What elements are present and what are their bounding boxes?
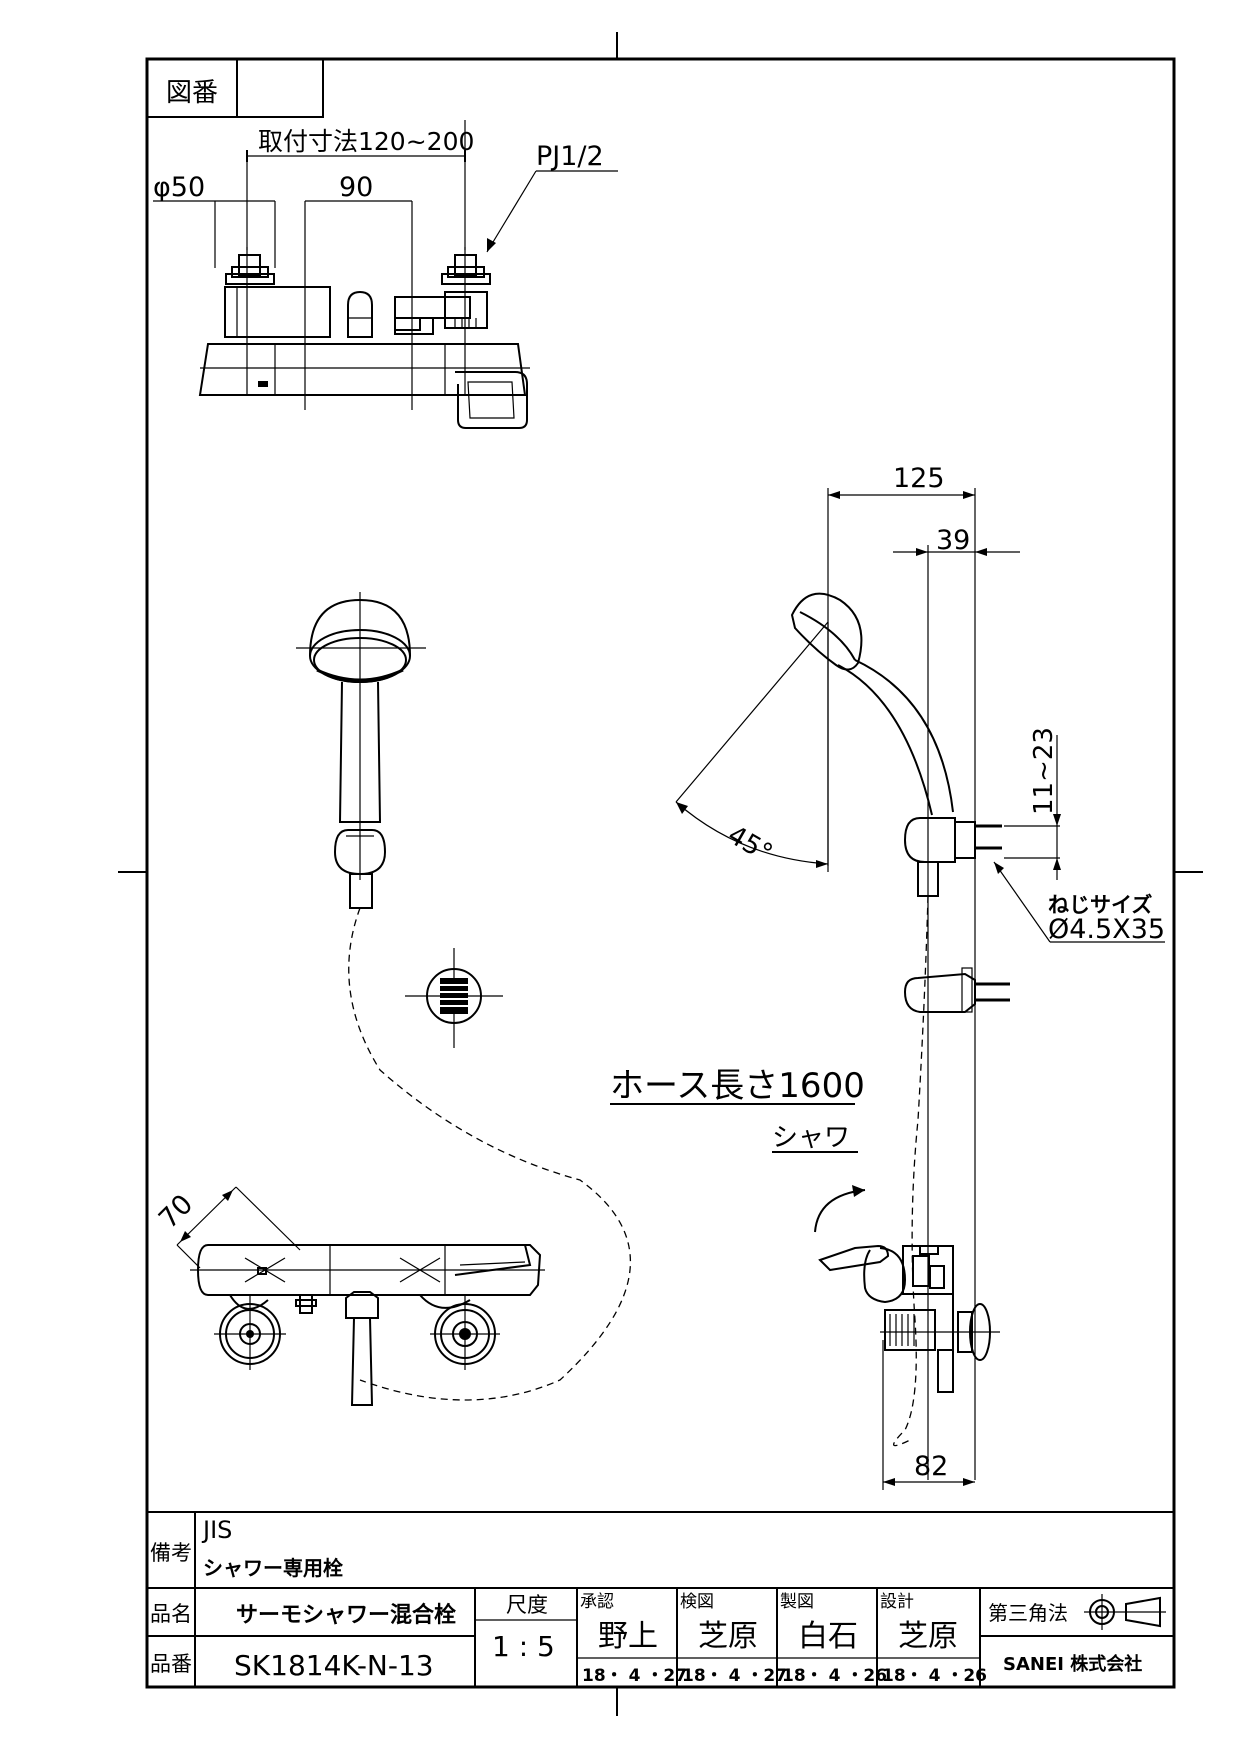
remarks-line2: シャワー専用栓 (203, 1556, 343, 1580)
approval-name: 野上 (598, 1619, 658, 1654)
diameter-50-dim: φ50 (153, 172, 205, 203)
product-name: サーモシャワー混合栓 (236, 1602, 456, 1628)
dim-11-23: 11~23 (1029, 727, 1059, 815)
drawing-number-label: 図番 (166, 78, 218, 108)
drafting-label: 製図 (780, 1592, 814, 1612)
faucet-plan-view: 70 (153, 1186, 545, 1406)
scale-value: 1 : 5 (492, 1630, 555, 1663)
approval-label: 承認 (580, 1592, 614, 1612)
hose-length: ホース長さ1600 (610, 1066, 865, 1106)
inspection-label: 検図 (680, 1592, 714, 1612)
shower-head-front (296, 592, 632, 1401)
angle-45: 45° (723, 820, 778, 869)
remarks-line1: JIS (201, 1516, 232, 1544)
drafting-date: 18・ 4 ・26 (782, 1666, 887, 1686)
drafting-name: 白石 (798, 1619, 858, 1654)
company-name: SANEI 株式会社 (1003, 1653, 1142, 1675)
inspection-date: 18・ 4 ・27 (682, 1666, 787, 1686)
third-angle-projection-icon (1084, 1594, 1166, 1630)
product-name-label: 品名 (150, 1602, 192, 1626)
dim-90: 90 (339, 172, 373, 203)
projection-label: 第三角法 (988, 1601, 1068, 1625)
shower-label: シャワ (772, 1123, 850, 1153)
dim-39: 39 (936, 525, 970, 556)
thread-dim: PJ1/2 (536, 141, 604, 172)
shower-side-view: 125 39 45° 11~23 (610, 463, 1165, 1490)
product-number-label: 品番 (150, 1652, 192, 1676)
remarks-label: 備考 (150, 1541, 192, 1565)
screw-size-label: ねじサイズ (1048, 893, 1152, 917)
holder-front-view (405, 948, 503, 1048)
dim-125: 125 (893, 463, 945, 494)
title-block: 備考 JIS シャワー専用栓 品名 サーモシャワー混合栓 品番 SK1814K-… (147, 1511, 1174, 1687)
screw-size: Ø4.5X35 (1048, 914, 1165, 945)
design-label: 設計 (880, 1592, 914, 1612)
dim-70: 70 (153, 1189, 199, 1235)
design-name: 芝原 (898, 1619, 958, 1654)
drawing-number-box: 図番 (146, 58, 324, 118)
sheet-border (145, 57, 1176, 1689)
approval-date: 18・ 4 ・27 (582, 1666, 687, 1686)
faucet-front-view: 取付寸法120~200 φ50 90 PJ1/2 (153, 120, 618, 429)
scale-label: 尺度 (506, 1593, 548, 1617)
inspection-name: 芝原 (698, 1619, 758, 1654)
product-number: SK1814K-N-13 (234, 1649, 434, 1682)
mount-range-dim: 取付寸法120~200 (258, 127, 474, 156)
design-date: 18・ 4 ・26 (882, 1666, 987, 1686)
dim-82: 82 (914, 1451, 948, 1482)
